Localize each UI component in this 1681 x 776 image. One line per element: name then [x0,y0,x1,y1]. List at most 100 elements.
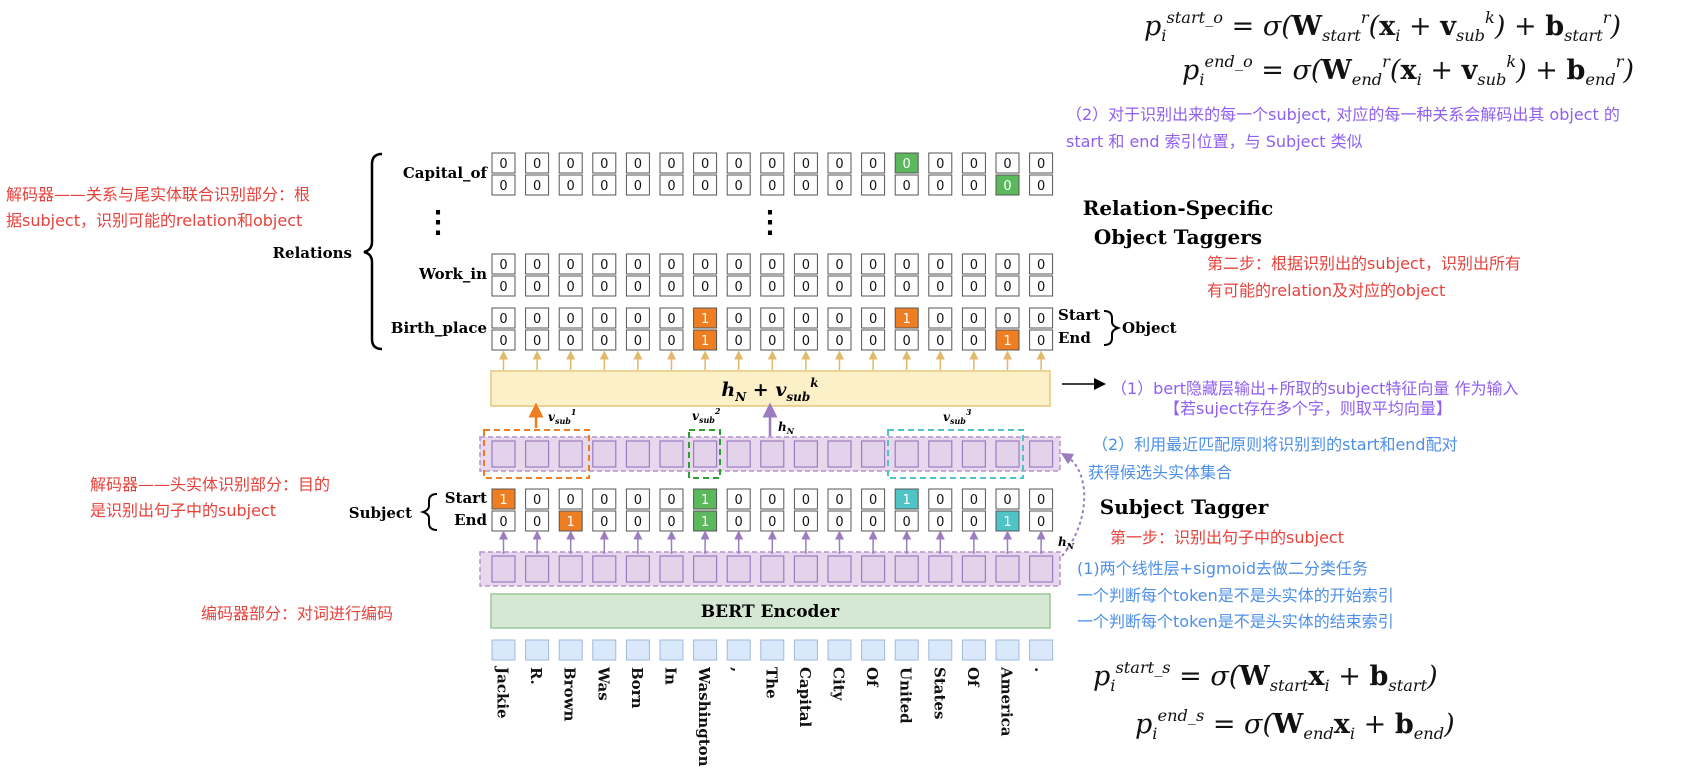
tag-value-work-in-end-14: 0 [970,280,978,295]
tag-cell-work-in-start-16 [1029,253,1054,275]
tag-value-birth-place-end-9: 0 [802,334,810,349]
tag-cell-work-in-end-1 [525,275,550,297]
tag-cell-subject-start-9 [793,488,818,510]
tag-value-birth-place-end-16: 0 [1037,334,1045,349]
vsub3-box [887,429,1024,479]
tag-cell-subject-start-4 [625,488,650,510]
tag-cell-birth-place-end-9 [793,329,818,351]
tag-value-capital-of-start-4: 0 [634,157,642,172]
tag-value-work-in-end-2: 0 [567,280,575,295]
tag-value-capital-of-end-10: 0 [835,179,843,194]
tag-cell-work-in-end-0 [491,275,516,297]
tag-cell-capital-of-end-7 [726,174,751,196]
tag-value-work-in-start-1: 0 [533,258,541,273]
tag-value-work-in-end-0: 0 [499,280,507,295]
hidden-cell-upper-6 [692,440,718,468]
tag-value-birth-place-start-4: 0 [634,312,642,327]
tag-value-work-in-end-8: 0 [768,280,776,295]
hidden-cell-upper-0 [491,440,516,468]
tag-value-capital-of-start-15: 0 [1003,157,1011,172]
tag-value-work-in-start-9: 0 [802,258,810,273]
tag-value-birth-place-end-7: 0 [735,334,743,349]
tag-value-capital-of-start-16: 0 [1037,157,1045,172]
tag-cell-birth-place-start-15 [995,307,1020,329]
tag-value-capital-of-start-8: 0 [768,157,776,172]
subject-end-label: End [454,511,487,529]
tag-cell-subject-start-16 [1029,488,1054,510]
tag-cell-birth-place-end-10 [827,329,852,351]
tag-value-subject-start-5: 0 [667,493,675,508]
tag-value-capital-of-start-13: 0 [936,157,944,172]
relation-taggers-title-1: Relation-Specific [1083,196,1274,220]
formula-start-o: pistart_o = σ(Wstartr(xi + vsubk) + bsta… [1144,8,1622,45]
tag-cell-capital-of-end-1 [525,174,550,196]
tag-value-work-in-start-12: 0 [903,258,911,273]
tag-value-birth-place-end-5: 0 [667,334,675,349]
token-box-4 [625,639,650,661]
token-box-10 [827,639,852,661]
hidden-cell-upper-15 [995,440,1020,468]
tag-value-birth-place-end-8: 0 [768,334,776,349]
tag-cell-work-in-start-8 [760,253,785,275]
tag-cell-subject-start-13 [928,488,953,510]
tag-value-capital-of-end-4: 0 [634,179,642,194]
hidden-cell-upper-13 [928,440,953,468]
tag-value-subject-start-11: 0 [869,493,877,508]
relations-brace [363,152,383,351]
tag-value-work-in-end-7: 0 [735,280,743,295]
tag-value-subject-start-7: 0 [735,493,743,508]
token-label-12: United [897,667,915,724]
tag-cell-birth-place-start-10 [827,307,852,329]
encoder-note: 编码器部分：对词进行编码 [201,604,394,623]
tag-value-capital-of-end-1: 0 [533,179,541,194]
tag-value-subject-start-2: 0 [567,493,575,508]
token-label-8: The [762,667,780,699]
tag-value-birth-place-start-7: 0 [735,312,743,327]
tag-cell-work-in-end-16 [1029,275,1054,297]
dots-middle: ⋮ [755,205,785,240]
vsub2-label: vsub2 [692,406,721,425]
hidden-cell-upper-5 [659,440,684,468]
tag-cell-birth-place-end-15 [995,329,1020,351]
tag-value-subject-start-13: 0 [936,493,944,508]
tag-value-subject-end-6: 1 [701,515,709,530]
tag-cell-birth-place-end-6 [693,329,718,351]
tag-cell-work-in-end-11 [861,275,886,297]
hidden-cell-lower-5 [659,555,684,583]
tag-cell-capital-of-end-9 [793,174,818,196]
token-box-8 [760,639,785,661]
object-label: Object [1122,319,1177,337]
tag-cell-work-in-start-11 [861,253,886,275]
tag-value-birth-place-end-4: 0 [634,334,642,349]
tag-cell-capital-of-start-6 [693,152,718,174]
tag-value-subject-end-8: 0 [768,515,776,530]
hn-label-right: hN [1058,535,1075,551]
tag-cell-birth-place-start-9 [793,307,818,329]
tag-cell-capital-of-start-12 [894,152,919,174]
tag-cell-birth-place-start-5 [659,307,684,329]
tag-value-subject-start-9: 0 [802,493,810,508]
hidden-cell-lower-4 [625,555,651,583]
token-label-4: Born [628,667,646,709]
tag-value-subject-start-15: 0 [1003,493,1011,508]
tag-cell-subject-start-15 [995,488,1020,510]
tag-cell-work-in-start-10 [827,253,852,275]
tag-cell-capital-of-end-11 [861,174,886,196]
hidden-cell-upper-10 [827,440,852,468]
tag-value-subject-start-3: 0 [600,493,608,508]
hidden-cell-lower-13 [928,555,953,583]
tag-value-birth-place-start-12: 1 [903,312,911,327]
tag-value-work-in-start-4: 0 [634,258,642,273]
subject-brace [419,493,438,531]
hidden-cell-upper-7 [726,440,751,468]
tag-value-work-in-end-6: 0 [701,280,709,295]
tag-value-birth-place-start-8: 0 [768,312,776,327]
tag-cell-capital-of-end-3 [592,174,617,196]
step1-note: 第一步：识别出句子中的subject [1110,528,1344,547]
tag-cell-work-in-start-9 [793,253,818,275]
tag-value-work-in-end-16: 0 [1037,280,1045,295]
tag-value-subject-start-4: 0 [634,493,642,508]
tag-cell-work-in-start-15 [995,253,1020,275]
